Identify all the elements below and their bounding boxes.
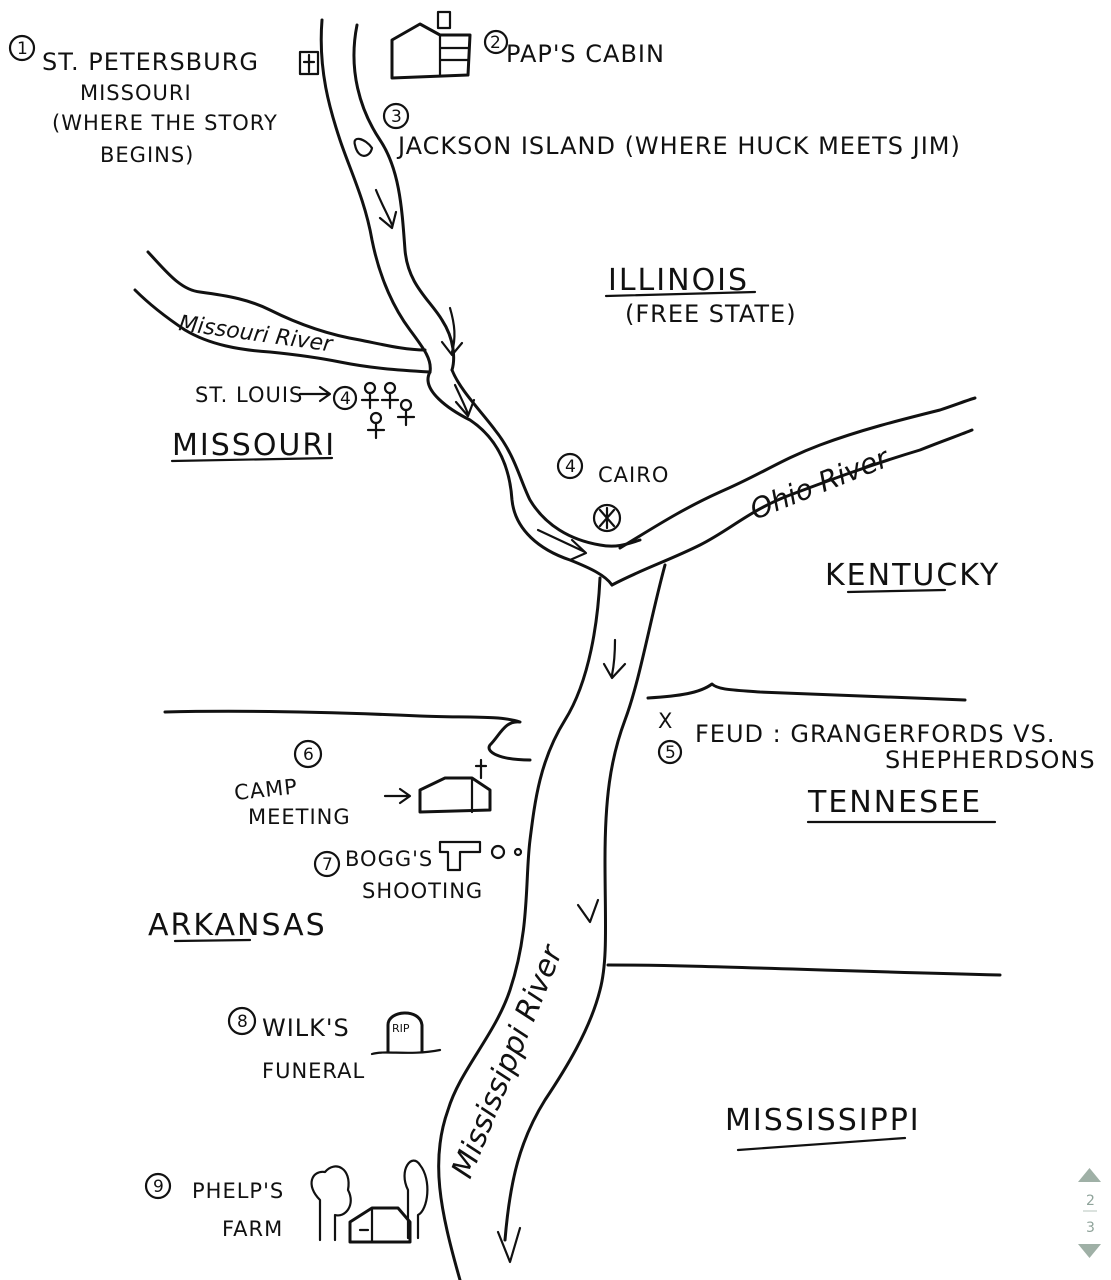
page-up-icon[interactable] <box>1078 1168 1101 1182</box>
jackson-island-number: 3 <box>391 107 402 127</box>
missouri-river <box>133 250 432 374</box>
pistol-icon <box>438 840 523 872</box>
farm-icon <box>310 1159 429 1244</box>
cairo-number: 4 <box>565 457 576 477</box>
boggs-shooting-label-line-2: SHOOTING <box>362 879 483 903</box>
ohio-river-label: Ohio River <box>745 441 894 527</box>
ohio-river <box>610 396 977 587</box>
kentucky-underline <box>846 588 947 594</box>
paps-cabin-label: PAP'S CABIN <box>506 40 665 68</box>
feud-label-line-2: SHEPHERDSONS <box>885 746 1096 774</box>
illinois-underline <box>604 290 757 298</box>
island-icon <box>353 137 374 157</box>
boggs-shooting-number: 7 <box>322 855 333 875</box>
st-petersburg-label-line-1: ST. PETERSBURG <box>42 48 259 76</box>
feud-label-line-1: FEUD : GRANGERFORDS VS. <box>695 720 1055 748</box>
st-petersburg-label-line-4: BEGINS) <box>100 143 194 167</box>
st-petersburg-number: 1 <box>17 39 28 59</box>
jackson-island-number-circle <box>382 102 410 130</box>
phelps-farm-label-line-1: PHELP'S <box>192 1179 284 1203</box>
cairo-number-circle <box>556 452 584 480</box>
tennessee-label: TENNESEE <box>807 785 982 820</box>
camp-meeting-arrow-icon <box>383 787 412 805</box>
phelps-farm-number-circle <box>144 1172 172 1200</box>
camp-meeting-number-circle <box>293 739 323 769</box>
wilks-funeral-number: 8 <box>237 1012 248 1032</box>
page-current: 2 <box>1086 1193 1095 1209</box>
phelps-farm-number: 9 <box>153 1177 164 1197</box>
st-louis-marker-circle <box>332 385 358 411</box>
feud-number: 5 <box>665 743 676 763</box>
mississippi-river <box>319 18 667 1280</box>
boggs-shooting-number-circle <box>313 850 341 878</box>
tombstone-icon <box>370 1011 442 1056</box>
camp-meeting-label-line-2: MEETING <box>248 805 351 829</box>
st-louis-arrow-icon <box>298 385 332 403</box>
arkansas-underline <box>173 938 252 943</box>
jackson-island-label: JACKSON ISLAND (WHERE HUCK MEETS JIM) <box>396 132 961 160</box>
arkansas-label: ARKANSAS <box>148 908 327 943</box>
st-petersburg-label-line-3: (WHERE THE STORY <box>52 111 278 135</box>
mississippi-state-label: MISSISSIPPI <box>725 1103 921 1138</box>
kentucky-label: KENTUCKY <box>825 558 1000 593</box>
phelps-farm-label-line-2: FARM <box>222 1217 283 1241</box>
st-petersburg-number-circle <box>8 34 36 62</box>
camp-meeting-number: 6 <box>303 745 314 765</box>
cairo-label: CAIRO <box>598 463 669 487</box>
illinois-note: (FREE STATE) <box>625 300 797 328</box>
camp-meeting-label-line-1: CAMP <box>233 774 299 805</box>
mississippi-underline <box>736 1136 907 1152</box>
boggs-shooting-label-line-1: BOGG'S <box>345 847 433 871</box>
town-marker-icon <box>298 50 320 76</box>
paps-cabin-number: 2 <box>490 33 501 53</box>
state-borders <box>163 682 1002 977</box>
wilks-funeral-label-line-1: WILK'S <box>262 1014 350 1042</box>
paps-cabin-number-circle <box>483 29 509 55</box>
mississippi-river-label: Mississippi River <box>445 939 571 1183</box>
st-louis-label: ST. LOUIS <box>195 383 303 407</box>
tombstone-text: RIP <box>392 1022 410 1035</box>
page-total: 3 <box>1086 1220 1095 1236</box>
page-down-icon[interactable] <box>1078 1244 1101 1258</box>
wilks-funeral-number-circle <box>227 1006 257 1036</box>
wilks-funeral-label-line-2: FUNERAL <box>262 1059 365 1083</box>
cairo-star-icon <box>592 503 622 533</box>
st-louis-marker: 4 <box>340 389 351 409</box>
page-navigator: 2 3 <box>1078 1168 1101 1258</box>
feud-x-mark: X <box>658 709 673 733</box>
people-icon <box>360 381 416 440</box>
missouri-underline <box>170 456 334 463</box>
church-icon <box>418 758 492 814</box>
missouri-state-label: MISSOURI <box>172 428 336 463</box>
feud-number-circle <box>657 739 683 765</box>
st-petersburg-label-line-2: MISSOURI <box>80 81 192 105</box>
cabin-icon <box>390 10 472 80</box>
